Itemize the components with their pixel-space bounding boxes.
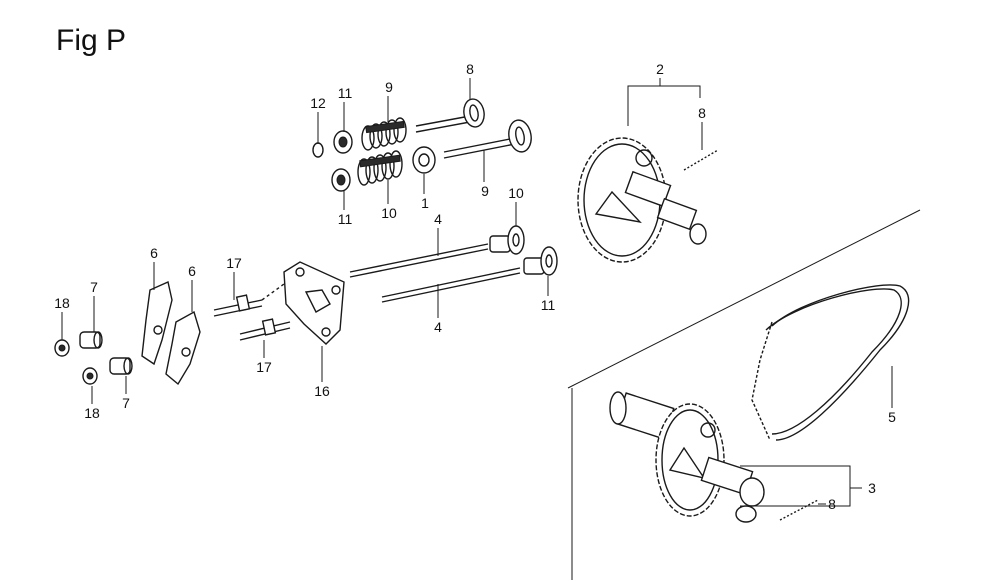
part-rocker-plate	[283, 261, 345, 345]
leader-lines	[61, 78, 893, 507]
inset-panel	[567, 209, 921, 580]
part-spring-8-upper	[683, 149, 719, 171]
callout-7-upper: 7	[90, 279, 98, 295]
callout-17-lower: 17	[256, 359, 272, 375]
callout-9: 9	[481, 183, 489, 199]
callout-3: 3	[868, 480, 876, 496]
part-retainer-13	[331, 168, 351, 192]
callout-8-lower: 8	[828, 496, 836, 512]
callout-labels: 12 11 9 8 2 8 11 10 1 9 10 4 11 4 6 6 17…	[54, 61, 896, 512]
part-valve-spring-upper	[361, 117, 407, 151]
callout-11-upper: 10	[508, 185, 524, 201]
callout-15: 12	[310, 95, 326, 111]
part-nut-upper	[54, 339, 70, 357]
part-valve-upper	[415, 98, 485, 133]
part-camshaft-gear-main	[577, 137, 707, 263]
part-seal-1	[412, 146, 436, 174]
part-nut-lower	[82, 367, 98, 385]
part-push-rod-lower	[381, 267, 521, 303]
callout-1: 1	[421, 195, 429, 211]
part-pivot-lower	[109, 357, 133, 375]
callout-6-left: 6	[150, 245, 158, 261]
callout-12-upper: 9	[385, 79, 393, 95]
callout-17-upper: 17	[226, 255, 242, 271]
figure-title: Fig P	[56, 24, 126, 57]
callout-13: 11	[338, 211, 353, 227]
part-timing-chain	[751, 284, 910, 441]
callout-10: 8	[466, 61, 474, 77]
callout-2: 2	[656, 61, 664, 77]
part-push-rod-upper	[349, 243, 489, 278]
part-cotter-15	[312, 142, 324, 158]
callout-18-lower: 18	[84, 405, 100, 421]
part-rocker-arm-right	[165, 310, 201, 386]
part-valve-lower	[443, 119, 532, 159]
part-rocker-arm-left	[141, 281, 173, 366]
callout-16: 16	[314, 383, 330, 399]
part-bolt-upper	[213, 283, 285, 317]
part-bolt-lower	[239, 318, 291, 341]
callout-4-upper: 4	[434, 211, 442, 227]
callout-12-lower: 10	[381, 205, 397, 221]
part-tappet-upper	[489, 225, 525, 255]
callout-14: 11	[338, 85, 353, 101]
part-pivot-upper	[79, 331, 103, 349]
part-valve-spring-lower	[357, 150, 403, 186]
callout-8-upper: 8	[698, 105, 706, 121]
part-tappet-lower	[523, 246, 558, 276]
callout-6-right: 6	[188, 263, 196, 279]
part-retainer-14	[333, 130, 353, 154]
callout-7-lower: 7	[122, 395, 130, 411]
callout-18-upper: 18	[54, 295, 70, 311]
part-camshaft-gear-inset	[609, 391, 765, 523]
callout-5: 5	[888, 409, 896, 425]
callout-11-lower: 11	[541, 297, 556, 313]
callout-4-lower: 4	[434, 319, 442, 335]
part-spring-8-lower	[779, 499, 819, 521]
